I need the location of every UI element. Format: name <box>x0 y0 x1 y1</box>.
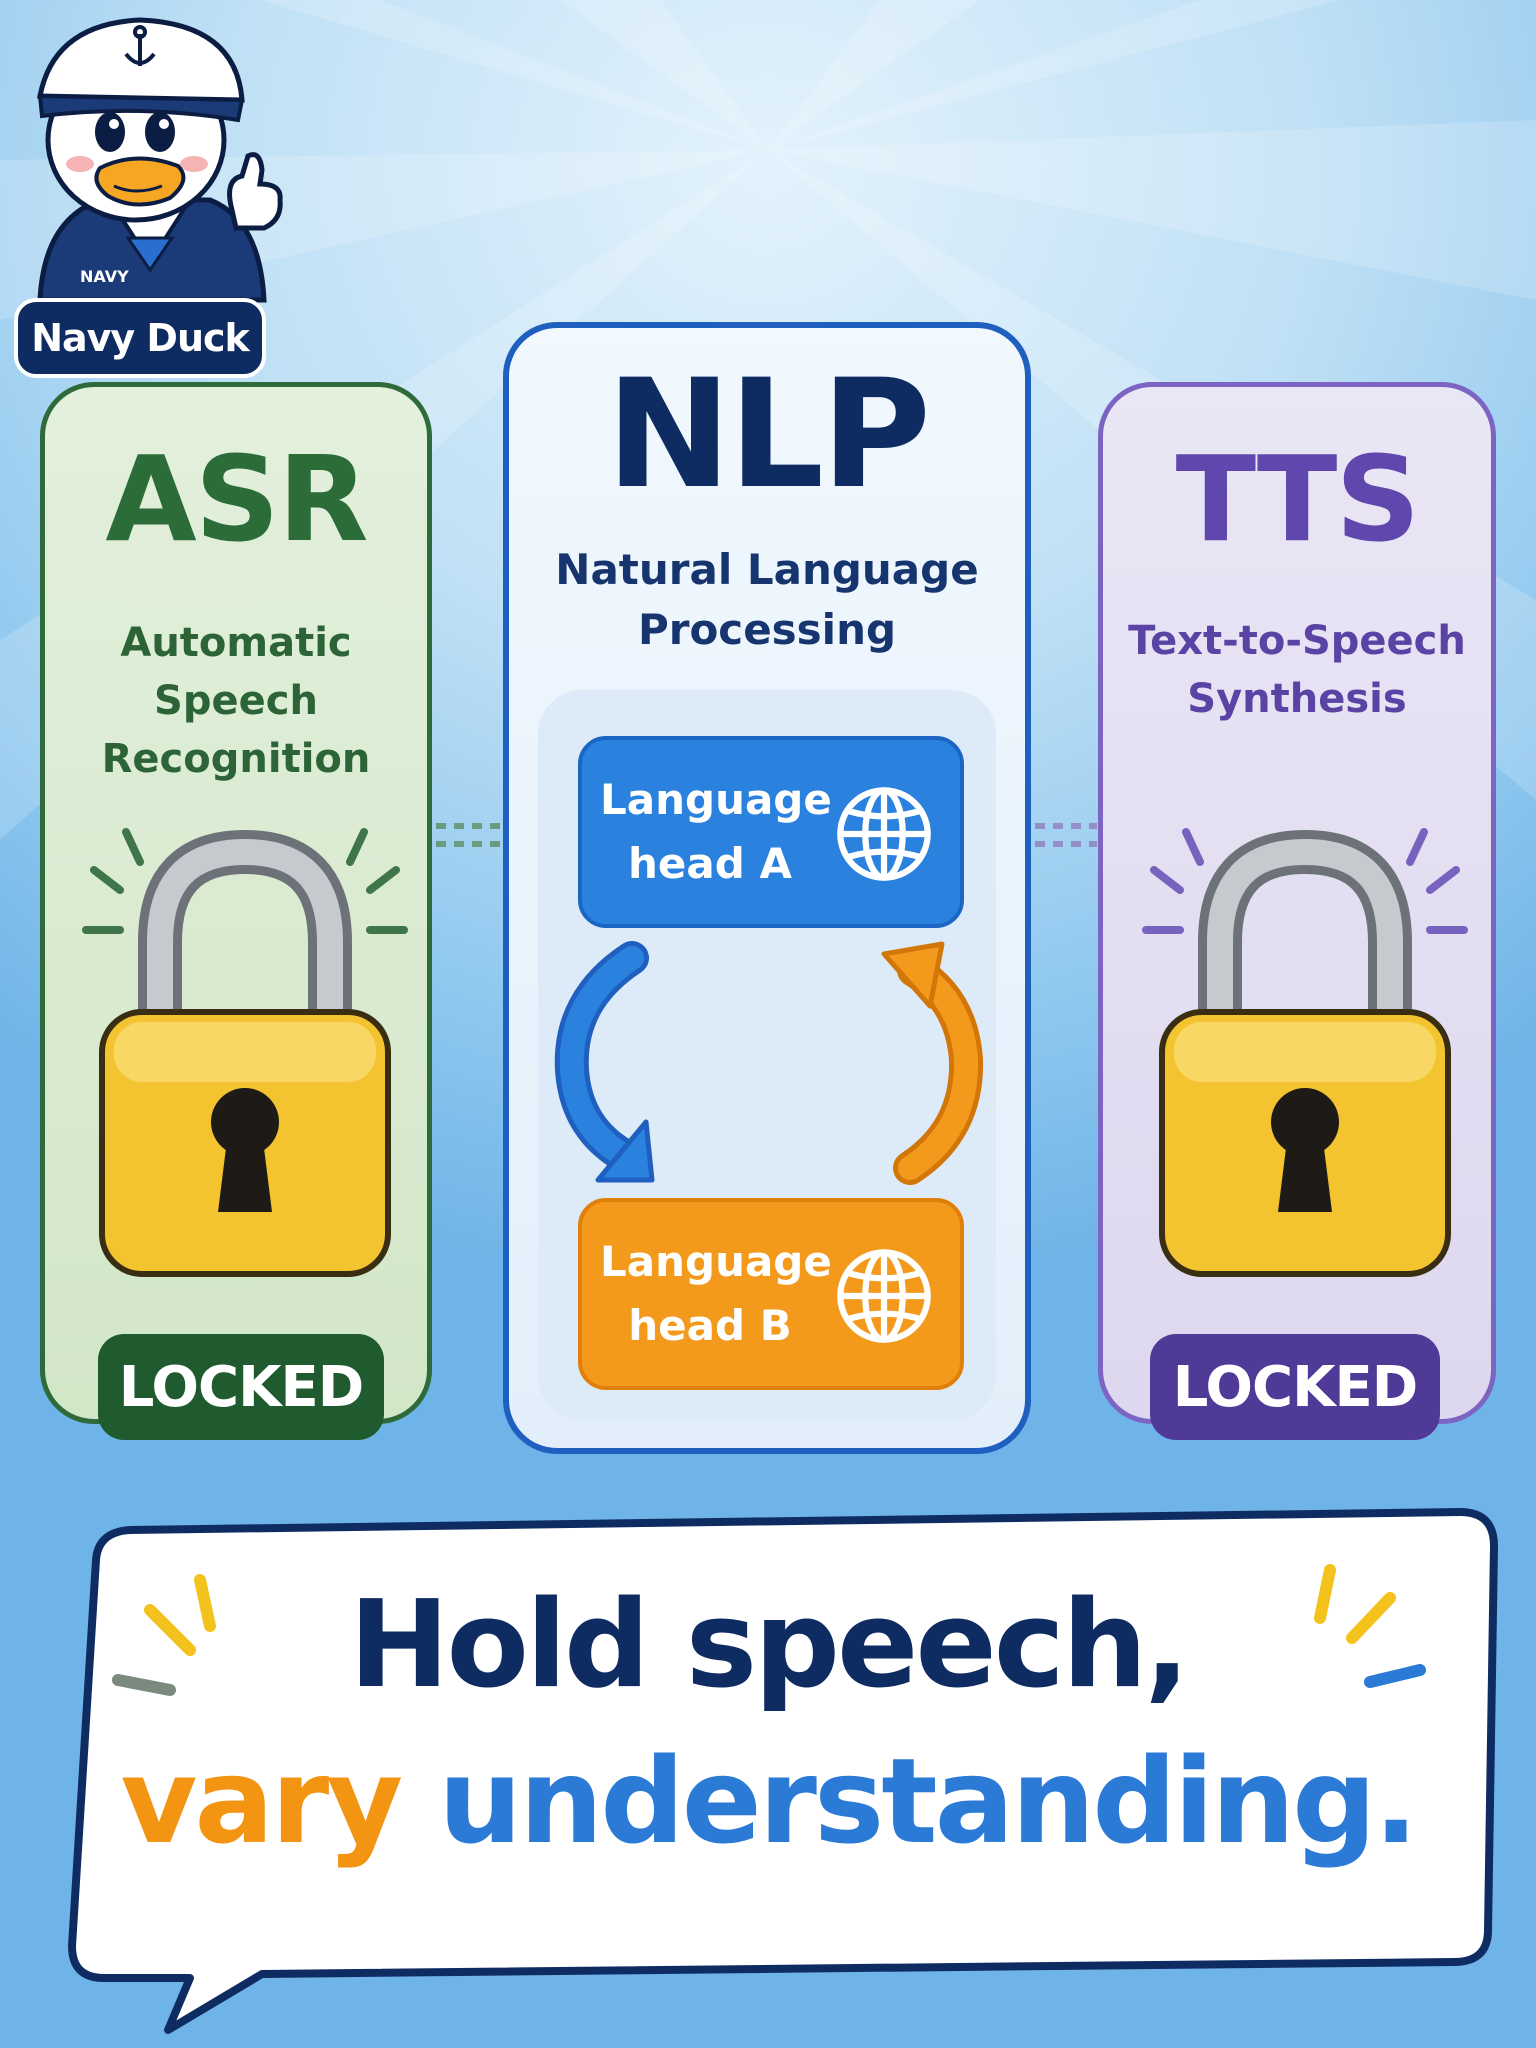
globe-icon <box>837 787 931 881</box>
swap-arrows-icon <box>554 941 984 1185</box>
padlock-icon <box>1142 828 1468 1277</box>
head-label-line: Language <box>600 775 832 824</box>
tts-subtitle-line: Synthesis <box>1187 676 1407 722</box>
head-label-line: head A <box>628 839 792 888</box>
slogan-line-1: Hold speech, <box>349 1576 1190 1715</box>
head-label-line: head B <box>628 1301 792 1350</box>
tts-status-badge: LOCKED <box>1150 1334 1440 1440</box>
language-head-b-label: Language head B <box>600 1230 832 1358</box>
asr-subtitle-line: Recognition <box>101 736 371 782</box>
nlp-subtitle: Natural Language Processing <box>530 540 1004 660</box>
slogan-accent-word: vary <box>120 1732 404 1870</box>
asr-nlp-connector <box>436 823 502 847</box>
language-head-a-label: Language head A <box>600 768 832 896</box>
brand-badge: Navy Duck <box>14 298 266 378</box>
asr-subtitle: Automatic Speech Recognition <box>60 614 412 788</box>
language-head-a: Language head A <box>578 736 964 928</box>
navy-duck-mascot: NAVY <box>36 17 283 303</box>
asr-title: ASR <box>105 430 368 568</box>
duck-shirt-text: NAVY <box>80 267 129 286</box>
tts-subtitle-line: Text-to-Speech <box>1128 618 1466 664</box>
language-head-b: Language head B <box>578 1198 964 1390</box>
asr-subtitle-line: Speech <box>154 678 318 724</box>
slogan-line-2: vary understanding. <box>100 1732 1436 1870</box>
head-label-line: Language <box>600 1237 832 1286</box>
tts-title: TTS <box>1175 430 1421 568</box>
padlock-icon <box>82 828 408 1277</box>
nlp-subtitle-line: Natural Language <box>555 545 979 594</box>
asr-status-badge: LOCKED <box>98 1334 384 1440</box>
nlp-title: NLP <box>605 348 931 522</box>
globe-icon <box>837 1249 931 1343</box>
tts-subtitle: Text-to-Speech Synthesis <box>1118 612 1476 728</box>
nlp-subtitle-line: Processing <box>637 605 897 654</box>
asr-subtitle-line: Automatic <box>120 620 352 666</box>
slogan-rest: understanding. <box>438 1732 1418 1870</box>
